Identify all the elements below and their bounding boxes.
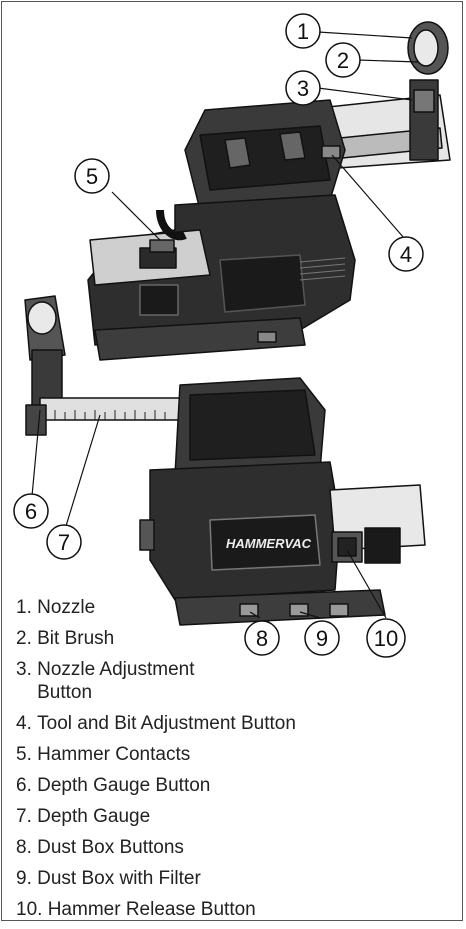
legend-item-depth-gauge: 7. Depth Gauge	[16, 805, 456, 828]
legend-item-bit-brush: 2. Bit Brush	[16, 627, 456, 650]
callout-2: 2	[325, 42, 361, 78]
callout-8-number: 8	[256, 626, 268, 651]
legend-item-dust-box-buttons: 8. Dust Box Buttons	[16, 836, 456, 859]
legend-item-nozzle: 1. Nozzle	[16, 596, 456, 619]
legend-label: Hammer Contacts	[37, 744, 191, 765]
callout-3-number: 3	[297, 76, 309, 101]
legend-number: 10.	[16, 899, 48, 920]
upper-device-view	[87, 21, 451, 361]
legend-item-hammer-contacts: 5. Hammer Contacts	[16, 743, 456, 766]
legend-number: 1.	[16, 597, 38, 618]
parts-legend: 1. Nozzle 2. Bit Brush 3. Nozzle Adjustm…	[16, 596, 456, 929]
legend-number: 4.	[16, 713, 38, 734]
legend-number: 3.	[16, 659, 38, 680]
callout-4-number: 4	[400, 242, 412, 267]
legend-number: 9.	[16, 868, 38, 889]
legend-label: Nozzle	[37, 597, 96, 618]
leader-lines	[31, 31, 419, 619]
legend-label: Dust Box with Filter	[37, 868, 201, 889]
callout-7-number: 7	[58, 530, 70, 555]
legend-label: Bit Brush	[37, 628, 115, 649]
callout-10: 10	[366, 618, 406, 658]
legend-number: 6.	[16, 775, 38, 796]
callout-6: 6	[13, 493, 49, 529]
lower-device-view	[24, 295, 426, 626]
legend-number: 5.	[16, 744, 38, 765]
legend-label: Depth Gauge	[37, 806, 151, 827]
callout-4: 4	[388, 236, 424, 272]
legend-item-depth-gauge-button: 6. Depth Gauge Button	[16, 774, 456, 797]
callout-3: 3	[285, 70, 321, 106]
callout-10-number: 10	[374, 626, 398, 651]
callout-6-number: 6	[25, 499, 37, 524]
legend-label: Depth Gauge Button	[37, 775, 211, 796]
legend-item-hammer-release-button: 10. Hammer Release Button	[16, 898, 456, 921]
legend-number: 7.	[16, 806, 38, 827]
callout-1-number: 1	[297, 19, 309, 44]
legend-item-nozzle-adjustment-button: 3. Nozzle Adjustment Button	[16, 658, 456, 704]
callout-9-number: 9	[316, 626, 328, 651]
legend-label: Dust Box Buttons	[37, 837, 184, 858]
callout-8: 8	[244, 620, 280, 656]
callout-5-number: 5	[86, 164, 98, 189]
legend-label: Nozzle Adjustment Button	[37, 659, 195, 703]
legend-item-dust-box-filter: 9. Dust Box with Filter	[16, 867, 456, 890]
callout-1: 1	[285, 13, 321, 49]
callout-7: 7	[46, 524, 82, 560]
legend-number: 8.	[16, 837, 38, 858]
legend-label: Tool and Bit Adjustment Button	[37, 713, 296, 734]
callout-9: 9	[304, 620, 340, 656]
legend-item-tool-bit-adjustment-button: 4. Tool and Bit Adjustment Button	[16, 712, 456, 735]
callout-5: 5	[74, 158, 110, 194]
legend-label: Hammer Release Button	[47, 899, 256, 920]
legend-number: 2.	[16, 628, 38, 649]
callout-2-number: 2	[337, 48, 349, 73]
brand-label: HAMMERVAC	[226, 536, 312, 551]
